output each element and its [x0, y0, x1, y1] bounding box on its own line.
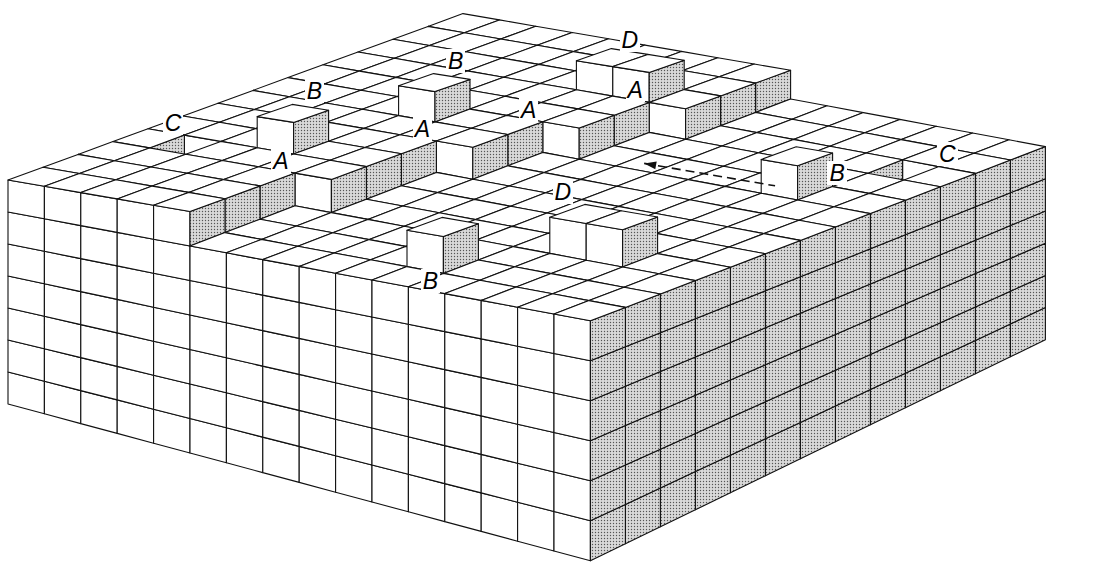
path-arrowhead — [644, 161, 657, 169]
cube-front-face — [154, 205, 190, 246]
cube-top-face — [154, 192, 225, 211]
dashed-path — [644, 163, 775, 185]
cube-front-face — [481, 300, 517, 346]
cube-lattice — [8, 14, 1045, 561]
site-label: A — [413, 117, 432, 141]
cube-top-face — [761, 147, 832, 166]
cube-front-face — [445, 294, 481, 339]
migration-path — [644, 161, 775, 185]
site-label: C — [937, 142, 958, 166]
cube-front-face — [554, 354, 590, 401]
cube-front-face — [336, 273, 372, 317]
cube-front-face — [81, 193, 117, 233]
site-label: A — [271, 149, 290, 173]
cube-front-face — [481, 339, 517, 385]
cube-top-face — [295, 160, 366, 179]
cube-front-face — [408, 287, 444, 332]
cube-top-face — [399, 74, 470, 92]
cube-top-face — [407, 217, 478, 236]
cube-top-face — [554, 301, 625, 321]
cube-front-face — [263, 260, 299, 303]
cube-top-face — [257, 104, 328, 122]
cube-front-face — [407, 230, 443, 273]
cube-front-face — [117, 199, 153, 239]
cube-front-face — [408, 324, 444, 369]
cube-top-face — [543, 109, 614, 128]
cube-front-face — [226, 253, 262, 295]
cube-front-face — [518, 307, 554, 353]
site-label: A — [519, 98, 538, 122]
site-label: B — [827, 161, 846, 185]
cube-front-face — [586, 224, 622, 268]
site-label: D — [553, 180, 574, 204]
site-label: A — [626, 78, 645, 102]
site-label: B — [305, 79, 324, 103]
site-label: D — [620, 28, 641, 52]
cube-front-face — [445, 332, 481, 378]
cube-top-face — [586, 211, 657, 230]
site-label: B — [421, 269, 440, 293]
cube-front-face — [550, 217, 586, 260]
site-label: B — [446, 49, 465, 73]
site-label: C — [163, 111, 184, 135]
cube-front-face — [372, 280, 408, 324]
cube-top-face — [649, 90, 720, 109]
cube-front-face — [518, 346, 554, 393]
cube-top-face — [613, 54, 684, 72]
cube-top-face — [436, 128, 507, 147]
cube-front-face — [554, 314, 590, 361]
cube-front-face — [299, 266, 335, 309]
